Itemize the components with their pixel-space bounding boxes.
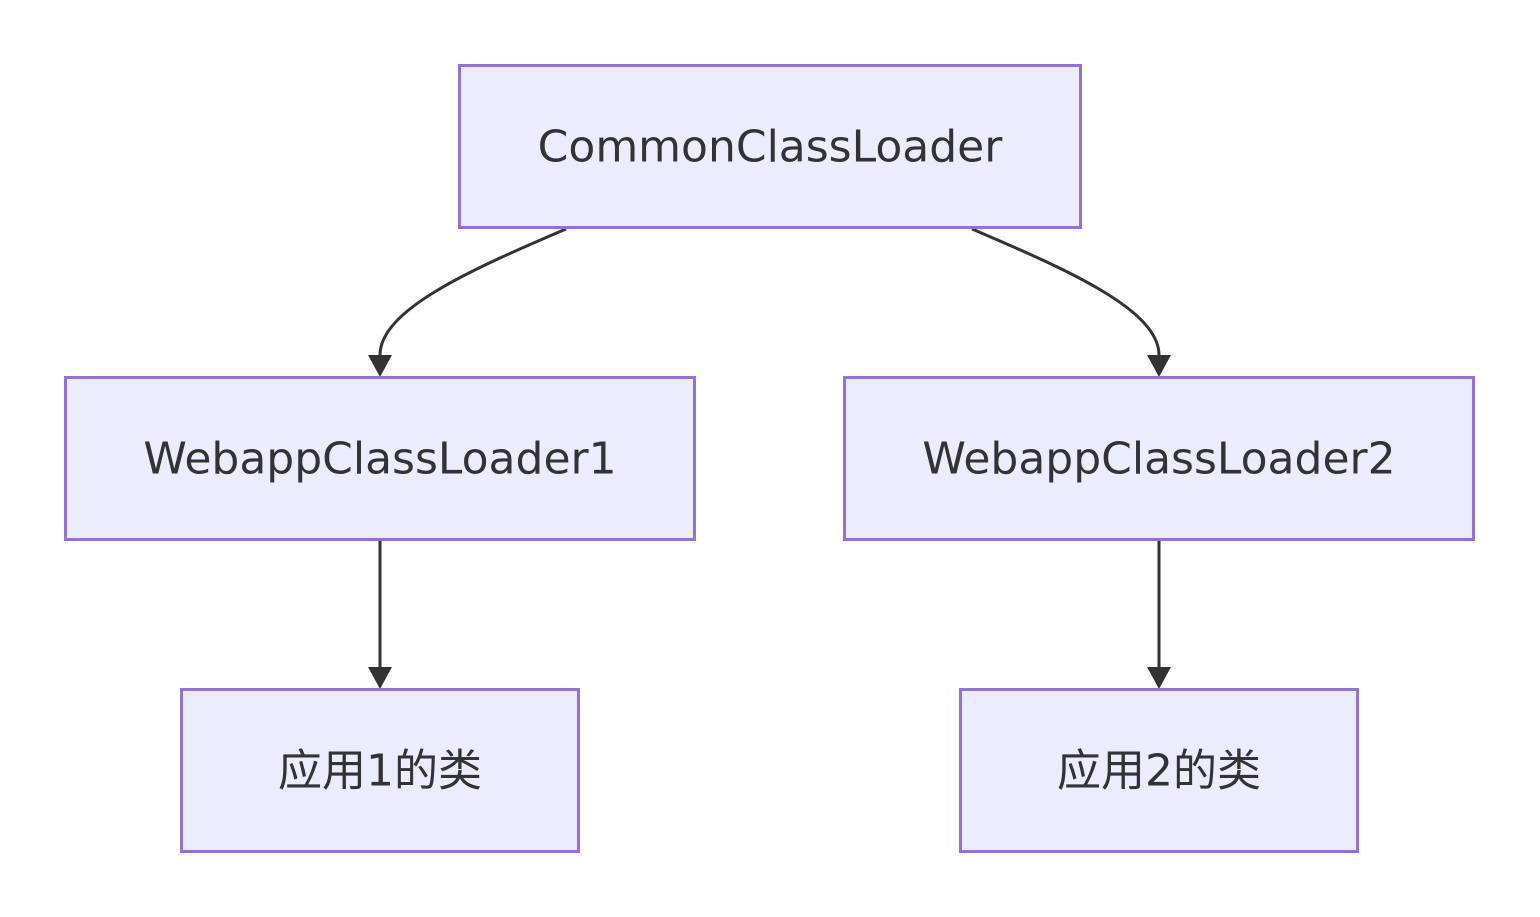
node-box <box>843 376 1475 541</box>
node-label: 应用1的类 <box>278 746 482 797</box>
node-box <box>959 688 1359 853</box>
edges <box>368 227 1171 689</box>
node-common-class-loader[interactable]: CommonClassLoader <box>458 64 1082 229</box>
arrowhead-webapp2 <box>1147 355 1171 377</box>
node-app1-classes[interactable]: 应用1的类 <box>180 688 580 853</box>
edge-common-to-webapp1 <box>378 227 567 356</box>
node-box <box>64 376 696 541</box>
node-label: CommonClassLoader <box>538 122 1004 173</box>
node-box <box>180 688 580 853</box>
arrowhead-app2 <box>1147 667 1171 689</box>
node-label: 应用2的类 <box>1057 746 1261 797</box>
node-webapp-class-loader-2[interactable]: WebappClassLoader2 <box>843 376 1475 541</box>
arrowhead-app1 <box>368 667 392 689</box>
node-box <box>458 64 1082 229</box>
node-webapp-class-loader-1[interactable]: WebappClassLoader1 <box>64 376 696 541</box>
edge-common-to-webapp2 <box>971 227 1161 356</box>
arrowhead-webapp1 <box>368 355 392 377</box>
node-label: WebappClassLoader2 <box>922 434 1395 485</box>
node-app2-classes[interactable]: 应用2的类 <box>959 688 1359 853</box>
node-label: WebappClassLoader1 <box>143 434 616 485</box>
